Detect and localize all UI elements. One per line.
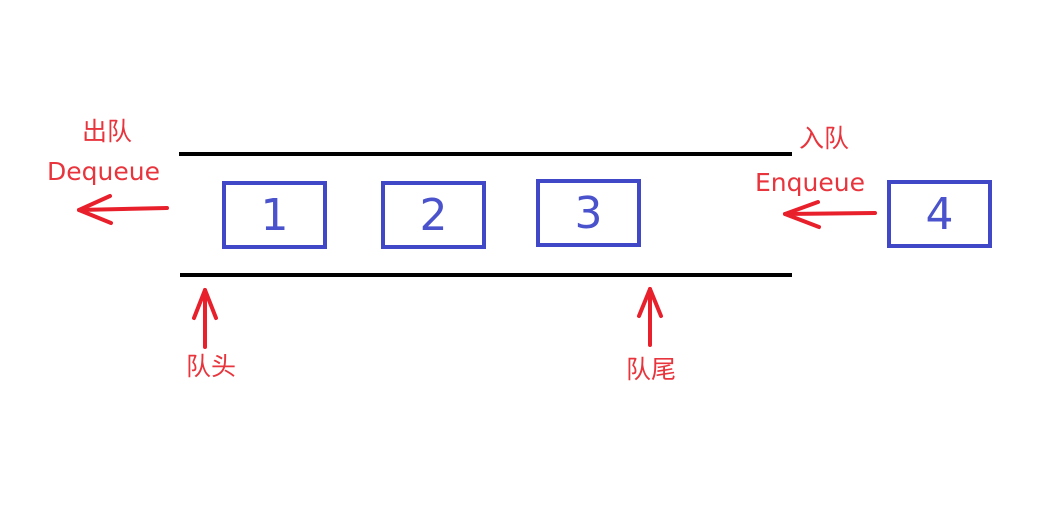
element-value: 2 [419,189,448,241]
queue-element-1: 1 [222,181,327,249]
enqueue-label-en: Enqueue [755,168,865,197]
queue-bottom-rail [180,273,792,277]
element-value: 1 [260,189,289,241]
enqueue-arrow-icon [783,200,877,229]
tail-arrow-icon [637,287,663,347]
queue-tail-label: 队尾 [626,355,677,384]
dequeue-label-cn: 出队 [82,117,133,146]
queue-top-rail [179,152,792,156]
element-value: 4 [925,188,954,240]
enqueue-label-cn: 入队 [799,124,850,153]
head-arrow-icon [192,288,218,349]
dequeue-arrow-icon [77,194,169,225]
incoming-element-4: 4 [887,180,992,248]
queue-element-3: 3 [536,179,641,247]
queue-head-label: 队头 [186,352,237,381]
element-value: 3 [574,187,603,239]
queue-element-2: 2 [381,181,486,249]
dequeue-label-en: Dequeue [47,157,160,186]
